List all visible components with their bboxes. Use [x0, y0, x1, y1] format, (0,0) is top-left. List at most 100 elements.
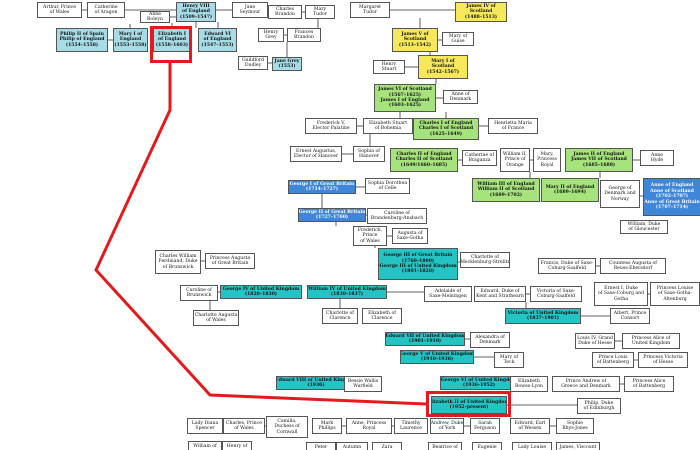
person-name-line: Timothy	[401, 420, 421, 426]
person-name-line: Prince Andrew of	[565, 378, 607, 384]
person-name-line: Eugenie	[477, 445, 497, 450]
person-box-harrywales: Henry of	[222, 441, 252, 450]
person-name-line: Anne	[651, 152, 663, 158]
person-name-line: William, Duke	[627, 221, 661, 227]
person-name-line: Princess	[537, 157, 557, 163]
person-name-line: Henry of	[226, 444, 248, 450]
person-name-line: Elizabeth II of United Kingdom	[431, 399, 507, 405]
person-box-george3: George III of Great Britain(1760–1800)Ge…	[378, 248, 458, 280]
person-name-line: of York	[438, 426, 456, 431]
person-name-line: Albert, Prince	[613, 310, 647, 316]
person-name-line: Charles II of Scotland	[395, 157, 453, 163]
person-name-line: William IV of United Kingdom	[308, 286, 386, 292]
person-name-line: Charles, Prince	[226, 420, 262, 426]
person-name-line: Tudor	[363, 10, 377, 15]
person-name-line: (1820–1830)	[244, 292, 278, 297]
person-name-line: Mary,	[540, 151, 554, 157]
person-name-line: Warfield	[353, 384, 373, 389]
person-box-george4: George IV of United Kingdom(1820–1830)	[220, 285, 302, 299]
person-name-line: Louis IV, Grand	[577, 335, 613, 341]
person-name-line: William II of Scotland	[477, 187, 535, 193]
person-name-line: Cornwall	[276, 429, 298, 435]
person-name-line: Mary	[313, 6, 327, 12]
person-name-line: Edward, Earl	[514, 420, 546, 426]
person-name-line: George III of United Kingdom	[379, 264, 457, 269]
person-box-frederick5: Frederick V,Elector Palatine	[305, 118, 357, 134]
person-name-line: Kent and Strathearn	[476, 294, 524, 299]
person-name-line: Camilla,	[277, 418, 297, 424]
person-name-line: Edward VII of United Kingdom	[385, 333, 465, 339]
person-name-line: of Edinburgh	[583, 406, 615, 411]
person-name-line: (1625–1649)	[429, 131, 463, 137]
person-name-line: of England	[203, 37, 232, 43]
person-name-line: Anne of Great Britain	[644, 199, 700, 205]
person-name-line: James VII of Scotland	[571, 157, 627, 163]
person-box-ernestaugustus: Ernest Augustus,Elector of Hanover	[290, 146, 342, 162]
person-name-line: Mary I of	[118, 31, 143, 37]
person-name-line: Edward, Duke of	[480, 288, 520, 294]
person-box-zara: Zara	[372, 442, 402, 450]
person-name-line: Margaret	[358, 4, 382, 10]
person-name-line: James I of England	[380, 98, 430, 103]
person-name-line: (1702–1707)	[655, 194, 689, 200]
person-box-jamesviscount: James, Viscount	[556, 442, 600, 450]
person-name-line: James, Viscount	[559, 445, 597, 450]
person-name-line: Henry	[381, 61, 397, 67]
person-name-line: Guise	[451, 39, 465, 44]
person-name-line: Altenburg	[663, 296, 687, 302]
person-name-line: Mark	[320, 420, 334, 426]
person-name-line: Princess Louise	[656, 285, 694, 291]
person-box-ladylouise: Lady Louise	[512, 442, 552, 450]
person-name-line: George V of United Kingdom	[400, 351, 474, 357]
person-name-line: Teck	[503, 360, 515, 365]
person-name-line: Anne of Scotland	[650, 188, 694, 194]
person-name-line: Mary of	[448, 33, 468, 39]
person-name-line: Mecklenburg-Strelitz	[460, 260, 510, 265]
person-name-line: Scotland	[469, 9, 493, 15]
person-name-line: (1603–1625)	[388, 103, 422, 109]
person-box-francisducesaxecoburg: Francis, Duke of Saxe-Coburg-Saalfeld	[538, 258, 596, 274]
person-name-line: of Wessex	[518, 426, 542, 431]
person-name-line: of Celle	[378, 186, 397, 191]
person-box-william4: William IV of United Kingdom(1830–1837)	[307, 285, 387, 299]
person-name-line: Coburg-Saalfeld	[548, 266, 586, 271]
person-name-line: Mary II of England	[545, 184, 595, 190]
person-box-edward7: Edward VII of United Kingdom(1901–1910)	[385, 332, 465, 346]
person-name-line: Elector of Hanover	[293, 154, 339, 159]
person-name-line: Sophie	[567, 420, 583, 426]
person-name-line: Francis, Duke of Saxe-	[540, 260, 594, 266]
person-name-line: Braganza	[468, 158, 491, 163]
person-name-line: Alexandra of	[475, 334, 505, 340]
person-name-line: George III of Great Britain	[383, 253, 453, 259]
person-name-line: Caroline of	[384, 210, 410, 216]
person-name-line: Bowes-Lyon	[515, 384, 543, 389]
person-name-line: William of	[193, 444, 217, 450]
person-name-line: Charlotte Augusta	[194, 312, 238, 318]
person-name-line: Saxe-Gotha	[396, 236, 424, 241]
person-name-line: Lady Diana	[191, 420, 219, 426]
person-name-line: Charles I of Scotland	[418, 126, 474, 132]
person-name-line: of England	[158, 37, 186, 43]
person-name-line: of Wales	[234, 426, 254, 431]
